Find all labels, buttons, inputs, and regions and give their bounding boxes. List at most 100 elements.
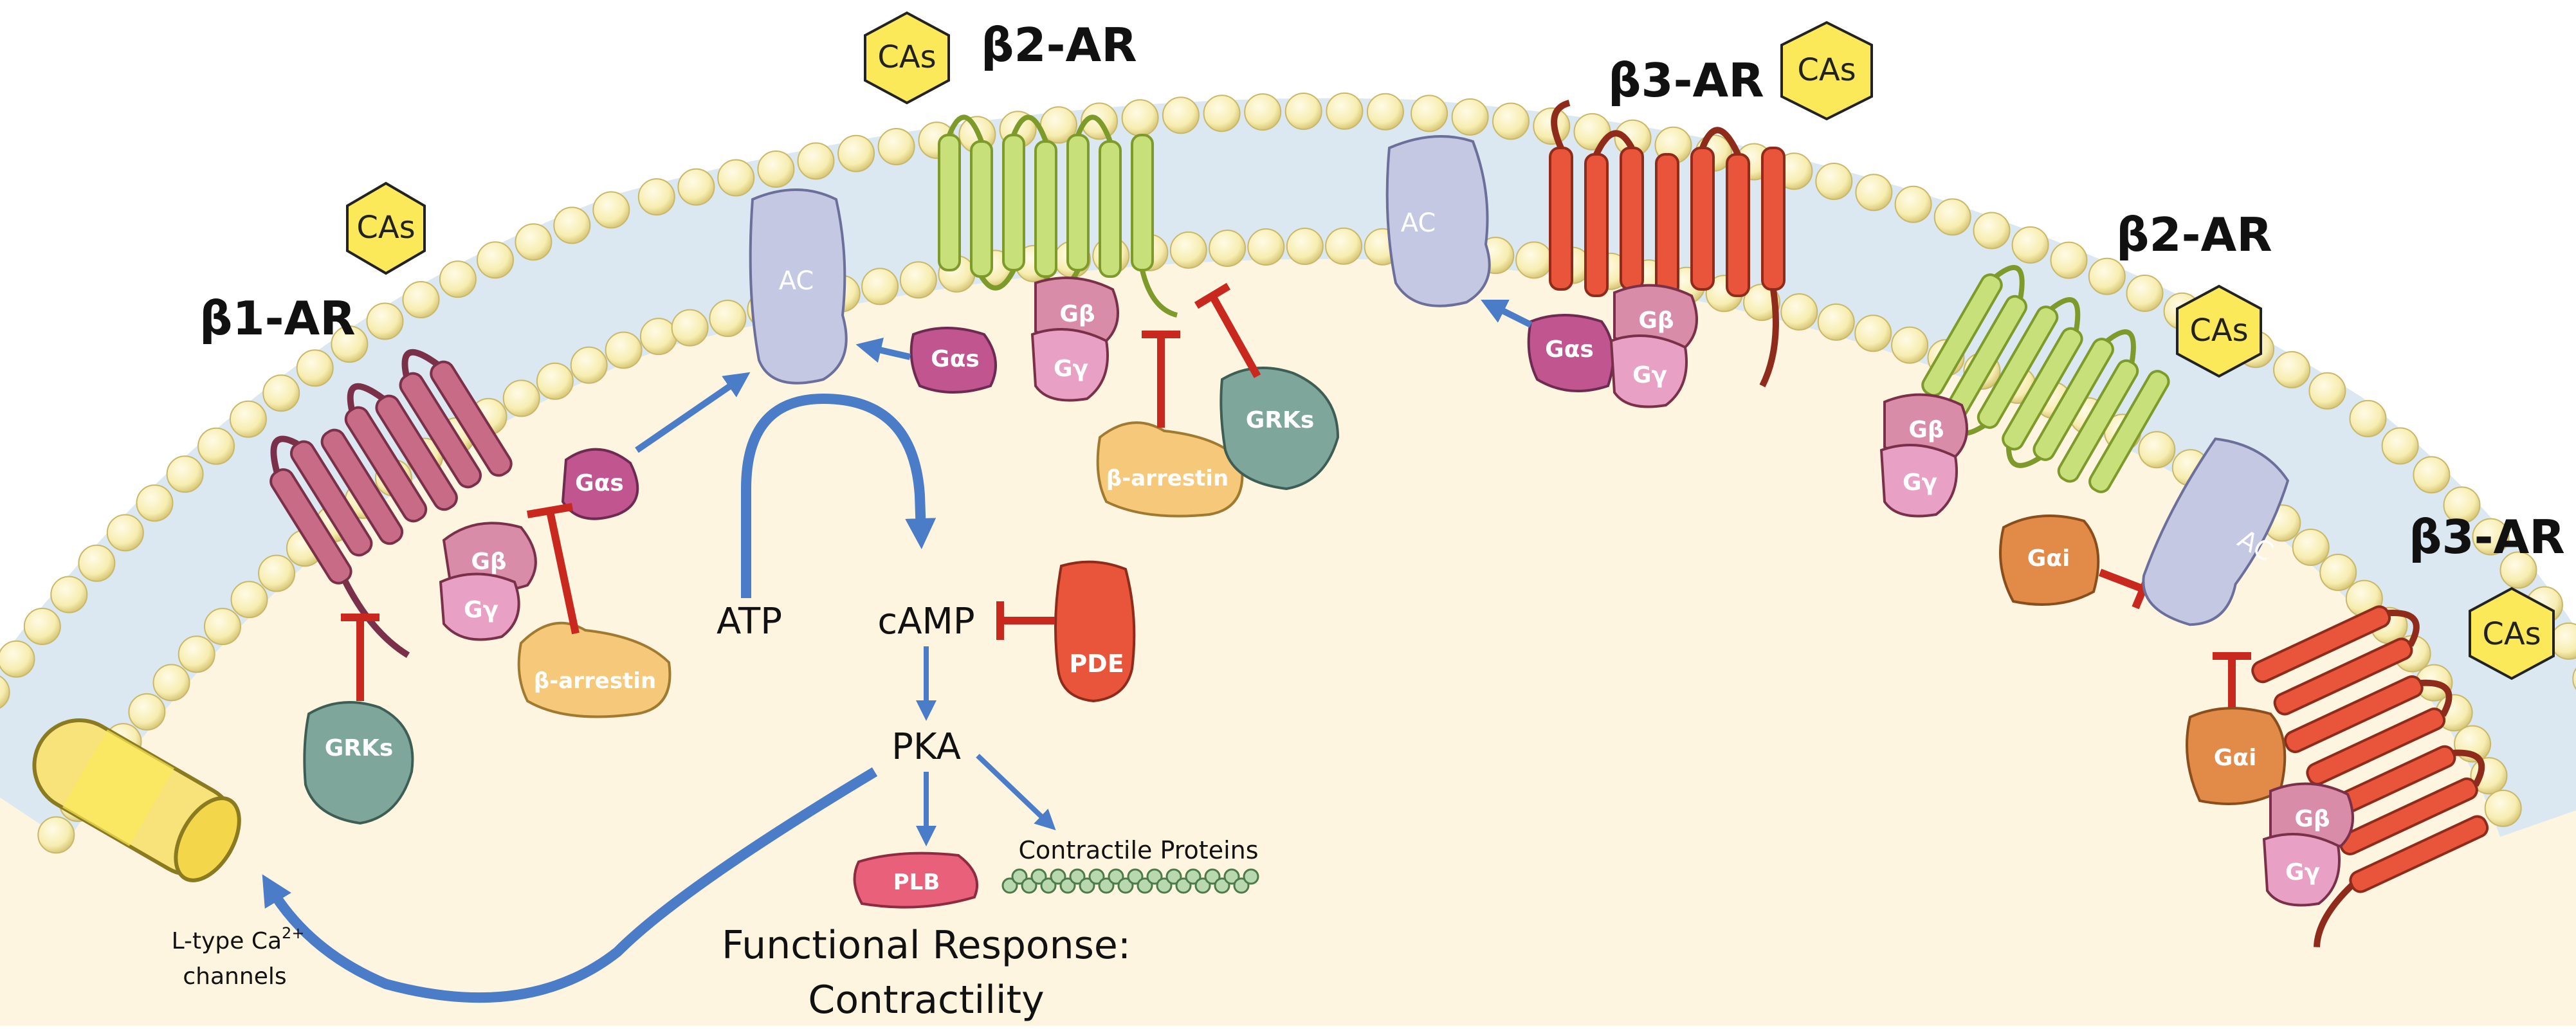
membrane-lipid-head (2050, 241, 2088, 279)
plb-label: PLB (893, 870, 940, 895)
pde-inhibit-camp (996, 601, 1055, 640)
membrane-lipid-head (230, 581, 268, 619)
l-type-ca-channel (32, 718, 241, 882)
membrane-lipid-head (2472, 518, 2510, 556)
membrane-lipid-head (2273, 351, 2311, 388)
ac-enzyme-middle: AC (1385, 135, 1491, 307)
b2-top-arrestin-protein: β-arrestin (1096, 421, 1244, 518)
contractile-protein-bead (1030, 868, 1047, 885)
membrane-lipid-head (2308, 372, 2346, 410)
membrane-lipid-head (2349, 399, 2387, 437)
channel-label-text: L-type Ca (172, 928, 282, 954)
b1-grks-protein: GRKs (303, 701, 414, 825)
membrane-lipid-head (2572, 668, 2576, 690)
b1-gb-label: Gβ (471, 549, 506, 575)
b2-right-gai-label: Gαi (2027, 545, 2070, 572)
membrane-lipid-head (262, 374, 300, 412)
membrane-lipid-head (1451, 98, 1489, 136)
membrane-lipid-head (899, 261, 937, 299)
membrane-lipid-head (197, 427, 235, 465)
membrane-lipid-head (1854, 314, 1892, 352)
contractile-protein-bead (1127, 868, 1144, 885)
b1-gas-protein: Gαs (561, 448, 639, 520)
b2-ar-receptor-top (938, 114, 1178, 318)
membrane-lipid-head (23, 608, 61, 645)
membrane-lipid-head (2126, 275, 2164, 312)
b2-top-gb-protein: Gβ (1034, 277, 1119, 345)
contractile-protein-bead (1021, 877, 1037, 894)
contractile-protein-bead (1088, 868, 1105, 885)
membrane-lipid-head (637, 178, 675, 216)
functional-response-line1: Functional Response: (722, 923, 1131, 968)
contractile-protein-bead (1098, 877, 1115, 894)
membrane-lipid-head (515, 223, 553, 261)
membrane-lipid-head (1247, 228, 1285, 266)
b1-gas-label: Gαs (575, 470, 624, 496)
membrane-lipid-head (2138, 431, 2176, 469)
membrane-lipid-head (639, 318, 677, 356)
membrane-lipid-head (1411, 95, 1448, 132)
b2-right-gb-label: Gβ (1908, 417, 1944, 443)
b1-gy-label: Gγ (464, 597, 498, 623)
b1-receptor-label: β1-AR (199, 291, 356, 345)
membrane-lipid-head (2499, 551, 2537, 589)
membrane-lipid-head (1284, 93, 1322, 130)
b2-top-grks-label: GRKs (1246, 407, 1315, 433)
membrane-lipid-head (106, 514, 144, 552)
functional-response-line2: Contractility (808, 978, 1044, 1023)
membrane-lipid-head (50, 576, 88, 614)
b2-right-gy-protein: Gγ (1879, 444, 1958, 518)
membrane-lipid-head (0, 640, 35, 678)
contractile-protein-bead (1156, 877, 1173, 894)
b3-top-ligand-label: CAs (1797, 52, 1856, 88)
membrane-lipid-head (1855, 174, 1893, 212)
b2-top-gy-protein: Gγ (1030, 328, 1109, 402)
membrane-lipid-head (296, 349, 334, 387)
contractile-protein-bead (1137, 877, 1153, 894)
membrane-lipid-head (229, 400, 267, 438)
membrane-lipid-head (553, 206, 591, 244)
membrane-lipid-head (536, 362, 574, 400)
ac-enzyme-right: AC (2142, 437, 2290, 626)
membrane-lipid-head (258, 554, 296, 592)
camp-label: cAMP (877, 601, 974, 642)
b2-top-inhibit-arrestin (1142, 331, 1180, 428)
membrane-lipid-head (1515, 241, 1553, 279)
b2-top-ligand-hexagon: CAs (864, 11, 950, 105)
membrane-lipid-head (0, 675, 10, 709)
membrane-lipid-head (1817, 303, 1855, 341)
membrane-lipid-head (1244, 93, 1282, 131)
contractile-protein-bead (1194, 877, 1211, 894)
contractile-protein-bead (1117, 877, 1134, 894)
membrane-lipid-head (1169, 231, 1207, 269)
membrane-lipid-head (136, 484, 174, 522)
contractile-protein-bead (1001, 877, 1018, 894)
membrane-lipid-head (877, 128, 915, 165)
b3-right-gai-label: Gαi (2214, 745, 2257, 771)
contractile-protein-bead (1108, 868, 1124, 885)
pka-to-channel-arrow (262, 767, 878, 1003)
membrane-lipid-head (1209, 230, 1247, 267)
channel-label-line1: L-type Ca2+ (172, 924, 305, 954)
b3-right-receptor-label: β3-AR (2409, 510, 2565, 564)
membrane-lipid-head (1203, 95, 1241, 132)
membrane-lipid-head (178, 635, 215, 673)
membrane-lipid-head (204, 608, 241, 646)
membrane-lipid-head (477, 241, 514, 279)
membrane-lipid-head (605, 331, 643, 369)
contractile-protein-bead (1233, 877, 1250, 894)
contractile-protein-bead (1059, 877, 1076, 894)
b1-ligand-label: CAs (356, 210, 415, 246)
pka-label: PKA (891, 726, 961, 768)
membrane-lipid-head (78, 544, 116, 582)
membrane-lipid-head (2413, 456, 2451, 494)
membrane-lipid-head (1973, 212, 2011, 250)
membrane-lipid-head (402, 281, 440, 318)
b2-right-gai-protein: Gαi (1999, 514, 2100, 606)
b3-ar-receptor-right (2251, 605, 2489, 948)
atp-to-camp-arrow (741, 393, 936, 598)
membrane-lipid-head (1162, 96, 1200, 134)
b3-right-gy-protein: Gγ (2262, 833, 2341, 907)
b3-top-gb-label: Gβ (1638, 307, 1674, 334)
b3-right-ligand-label: CAs (2482, 616, 2541, 652)
